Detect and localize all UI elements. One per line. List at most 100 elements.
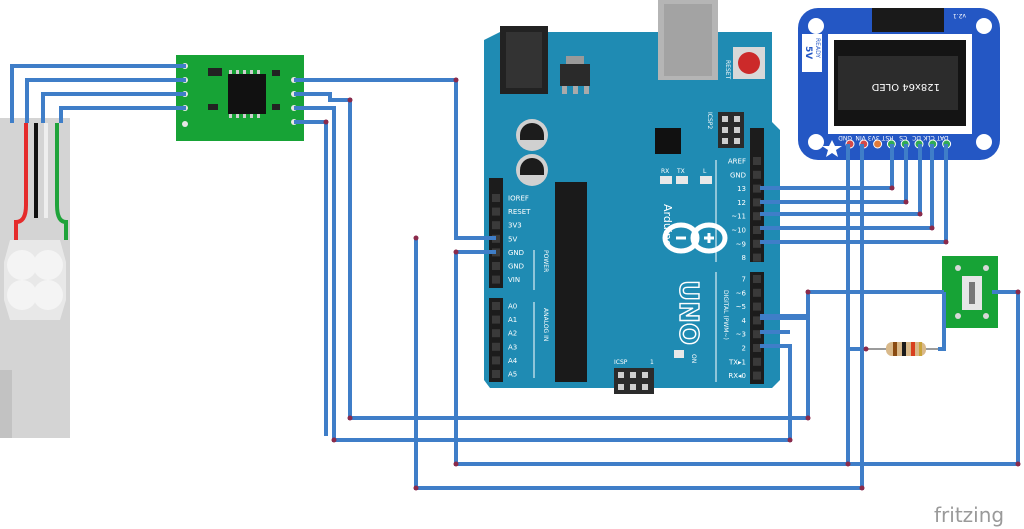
uno-model: UNO: [673, 280, 703, 345]
header-pin: [753, 157, 761, 165]
pin-label: 7: [742, 276, 746, 284]
rx-label: RX: [661, 168, 669, 175]
wire-hx-dt: [294, 106, 792, 442]
wire-lc-white: [41, 92, 186, 123]
pin-label: A3: [508, 343, 517, 351]
power-pin-labels: IOREF RESET 3V3 5V GND GND VIN: [492, 194, 531, 284]
header-pin: [492, 370, 500, 378]
wire-5v-rail: [414, 144, 864, 490]
wire-hx-sck: [294, 120, 328, 436]
oled-version: v2.1: [953, 12, 966, 19]
header-pin: [753, 226, 761, 234]
wire-hx-vcc: [294, 78, 496, 240]
header-pin: [753, 184, 761, 193]
pin-label: AREF: [728, 158, 746, 166]
oled-pin-label: 3V3: [868, 134, 880, 141]
pin-label: 3V3: [508, 222, 522, 230]
pin-label: 8: [742, 254, 746, 262]
pin-label: 4: [742, 317, 747, 325]
header-pin: [753, 212, 761, 221]
oled-voltage: 5V: [803, 46, 813, 59]
wire-lc-green: [59, 106, 186, 123]
pin-label: GND: [508, 263, 524, 271]
pin-label: TX▸1: [728, 358, 746, 366]
icsp-label: ICSP: [614, 359, 628, 366]
reset-label: RESET: [724, 60, 731, 80]
wire-gnd-rail: [454, 144, 850, 466]
pin-label: A5: [508, 371, 517, 379]
wire-lc-red: [10, 64, 186, 123]
pin-label: GND: [508, 249, 524, 257]
wire-lc-black: [25, 78, 186, 123]
oled-screen-label: 128x64 OLED: [871, 81, 940, 92]
header-pin: [492, 275, 500, 284]
header-pin: [753, 316, 761, 325]
load-cell: [0, 118, 70, 438]
header-pin: [492, 207, 500, 216]
icsp-header: [614, 368, 654, 394]
header-pin: [753, 357, 761, 366]
pin-label: VIN: [508, 276, 520, 284]
tx-label: TX: [676, 168, 685, 175]
arduino-brand: Arduino: [661, 204, 674, 247]
header-pin: [753, 170, 761, 179]
microcontroller-chip: [555, 182, 587, 382]
header-pin: [492, 329, 500, 338]
header-pin: [753, 275, 761, 283]
header-pin: [753, 344, 761, 352]
oled-ready: READY: [814, 38, 821, 58]
resistor: [866, 342, 938, 356]
pin-label: ~9: [736, 240, 746, 248]
wire-btn-right: [848, 290, 1020, 466]
pin-label: ~5: [736, 303, 746, 311]
header-pin: [492, 315, 500, 324]
on-label: ON: [690, 354, 697, 363]
oled-pin-label: DC: [912, 134, 921, 141]
pin-label: A2: [508, 330, 517, 338]
l-led-label: L: [703, 168, 707, 175]
fritzing-watermark: fritzing: [934, 503, 1004, 527]
pin-label: GND: [730, 171, 746, 179]
analog-in-label: ANALOG IN: [542, 308, 549, 341]
wire-junctions: [323, 77, 1021, 491]
header-pin: [753, 371, 761, 380]
header-pin: [492, 221, 500, 230]
pin-label: ~10: [731, 227, 746, 235]
oled-pin-label: GND: [838, 134, 852, 141]
wire-btn-pin4: [760, 290, 944, 320]
oled-pin: [873, 139, 883, 149]
oled-pin-label: VIN: [855, 134, 865, 141]
pin-label: IOREF: [508, 195, 529, 203]
arduino-logo: [662, 222, 728, 254]
hx711-module: [176, 55, 304, 141]
pin-label: RX◂0: [728, 372, 746, 380]
pin-label: ~3: [736, 331, 746, 339]
pin-label: RESET: [508, 208, 531, 216]
icsp2-label: ICSP2: [706, 112, 713, 129]
header-pin: [492, 194, 500, 202]
pin-label: A1: [508, 316, 517, 324]
icsp2-header: [718, 112, 744, 148]
oled-pin-label: DAT: [936, 134, 948, 141]
header-pin: [753, 198, 761, 207]
pushbutton-module[interactable]: [942, 256, 998, 328]
pin-label: A0: [508, 303, 517, 311]
icsp-number: 1: [650, 359, 654, 366]
pin-label: ~11: [731, 213, 746, 221]
wire-resistor-btn: [938, 292, 946, 351]
header-pin: [753, 288, 761, 297]
header-pin: [753, 302, 761, 311]
oled-pin-label: RST: [881, 134, 893, 141]
oled-pin-label: CLK: [922, 134, 935, 141]
digital-label: DIGITAL (PWM~): [722, 290, 729, 340]
header-pin: [492, 302, 500, 310]
header-pin: [492, 262, 500, 270]
header-pin: [492, 342, 500, 351]
oled-display-module: 128x64 OLED v2.1 5V READY: [798, 8, 1000, 160]
header-pin: [753, 330, 761, 339]
pin-label: 5V: [508, 235, 517, 243]
